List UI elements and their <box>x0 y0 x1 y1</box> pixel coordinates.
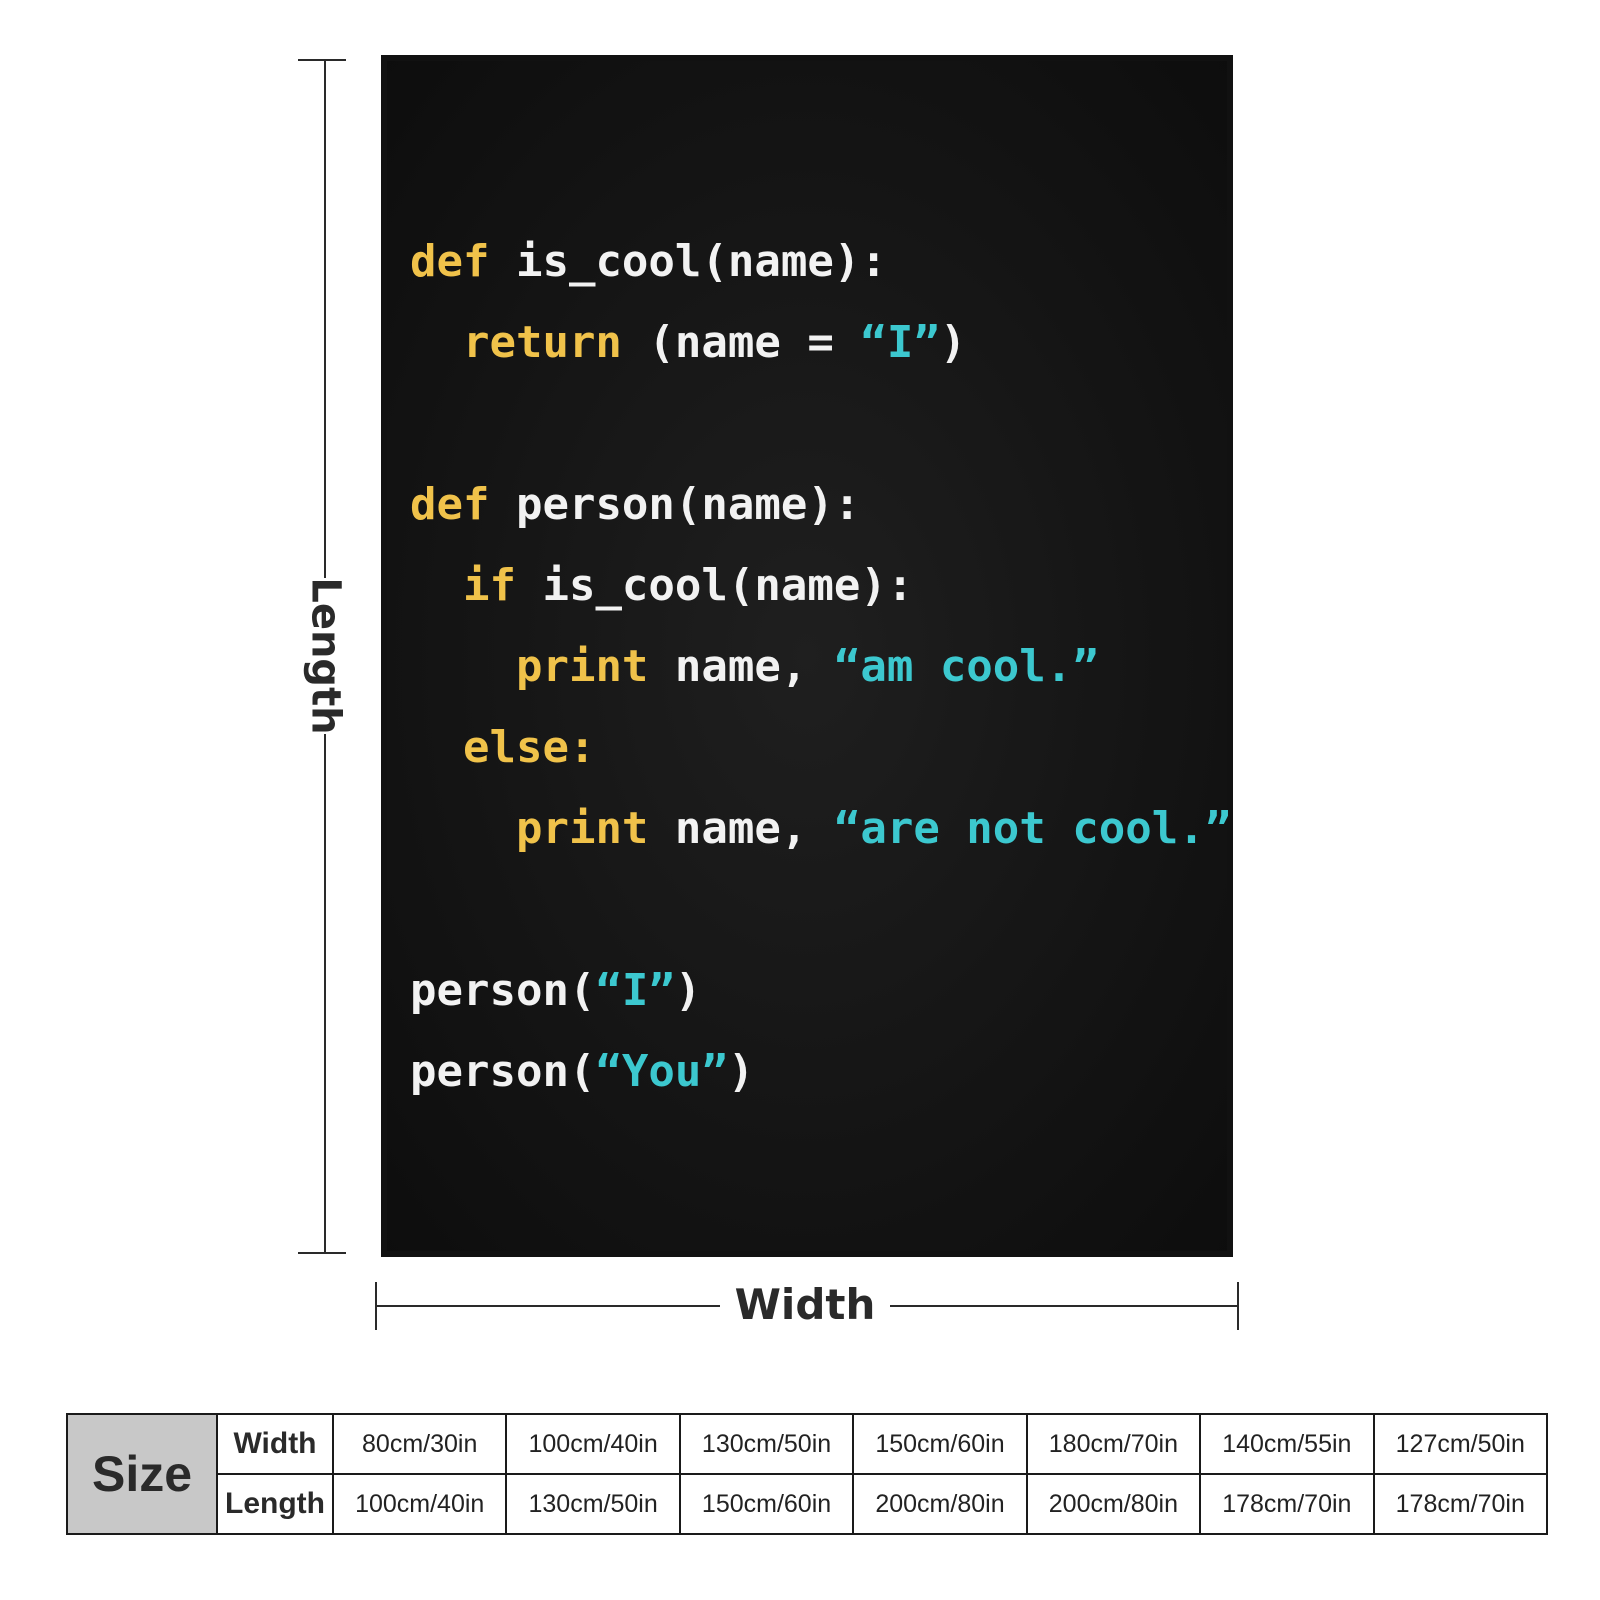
code-text: def is_cool(name): return (name = “I”)de… <box>410 221 1231 1112</box>
code-token: ) <box>727 1046 755 1097</box>
code-line: person(“You”) <box>410 1031 1231 1112</box>
code-token <box>410 641 516 692</box>
code-line: if is_cool(name): <box>410 545 1231 626</box>
length-cell: 200cm/80in <box>852 1473 1028 1535</box>
code-line <box>410 383 1231 464</box>
code-token: ) <box>674 965 702 1016</box>
length-cell: 178cm/70in <box>1372 1473 1549 1535</box>
width-cell: 80cm/30in <box>331 1413 508 1475</box>
code-line: def is_cool(name): <box>410 221 1231 302</box>
width-cell: 127cm/50in <box>1372 1413 1549 1475</box>
code-keyword: if <box>462 560 516 611</box>
row-header-width: Width <box>216 1413 334 1475</box>
code-token: is_cool(name): <box>515 560 914 611</box>
size-table: Size Width 80cm/30in 100cm/40in 130cm/50… <box>66 1413 1549 1535</box>
code-keyword: print <box>515 641 649 692</box>
table-row-length: Length 100cm/40in 130cm/50in 150cm/60in … <box>67 1473 1549 1535</box>
width-tick-left <box>375 1282 377 1330</box>
code-line: def person(name): <box>410 464 1231 545</box>
length-tick-bottom <box>298 1252 346 1254</box>
row-header-length: Length <box>216 1473 334 1535</box>
code-token: name, <box>648 803 834 854</box>
code-keyword: def <box>410 479 490 530</box>
length-label: Length <box>303 577 350 735</box>
code-keyword: return <box>462 317 622 368</box>
code-token: (name = <box>621 317 861 368</box>
code-string: “am cool.” <box>833 641 1099 692</box>
code-token <box>410 803 516 854</box>
width-tick-right <box>1237 1282 1239 1330</box>
code-token: person( <box>410 965 596 1016</box>
table-row-width: Size Width 80cm/30in 100cm/40in 130cm/50… <box>66 1413 1549 1535</box>
length-cell: 130cm/50in <box>505 1473 681 1535</box>
code-token <box>410 317 463 368</box>
code-line: print name, “am cool.” <box>410 626 1231 707</box>
product-image: def is_cool(name): return (name = “I”)de… <box>381 55 1233 1257</box>
code-string: “I” <box>860 317 940 368</box>
code-line: print name, “are not cool.” <box>410 788 1231 869</box>
width-cell: 130cm/50in <box>678 1413 855 1475</box>
code-token <box>410 560 463 611</box>
size-title: Size <box>66 1413 218 1535</box>
code-keyword: def <box>410 236 490 287</box>
code-token: name, <box>648 641 834 692</box>
width-cell: 100cm/40in <box>505 1413 681 1475</box>
width-cell: 150cm/60in <box>852 1413 1028 1475</box>
code-token: is_cool(name): <box>489 236 887 287</box>
length-cell: 200cm/80in <box>1025 1473 1202 1535</box>
code-line <box>410 869 1231 950</box>
code-keyword: print <box>515 803 649 854</box>
width-cell: 180cm/70in <box>1025 1413 1202 1475</box>
length-cell: 178cm/70in <box>1199 1473 1375 1535</box>
width-label: Width <box>720 1278 890 1332</box>
code-line: person(“I”) <box>410 950 1231 1031</box>
length-cell: 150cm/60in <box>678 1473 855 1535</box>
code-line: return (name = “I”) <box>410 302 1231 383</box>
length-tick-top <box>298 59 346 61</box>
code-string: “I” <box>595 965 675 1016</box>
code-string: “You” <box>595 1046 728 1097</box>
code-token: person( <box>410 1046 596 1097</box>
code-token: ) <box>939 317 967 368</box>
code-line: else: <box>410 707 1231 788</box>
length-cell: 100cm/40in <box>331 1473 508 1535</box>
width-cell: 140cm/55in <box>1199 1413 1375 1475</box>
code-keyword: else: <box>462 722 596 773</box>
length-label-wrap: Length <box>300 577 352 735</box>
code-string: “are not cool.” <box>833 803 1232 854</box>
code-token <box>410 722 463 773</box>
code-token: person(name): <box>489 479 861 530</box>
